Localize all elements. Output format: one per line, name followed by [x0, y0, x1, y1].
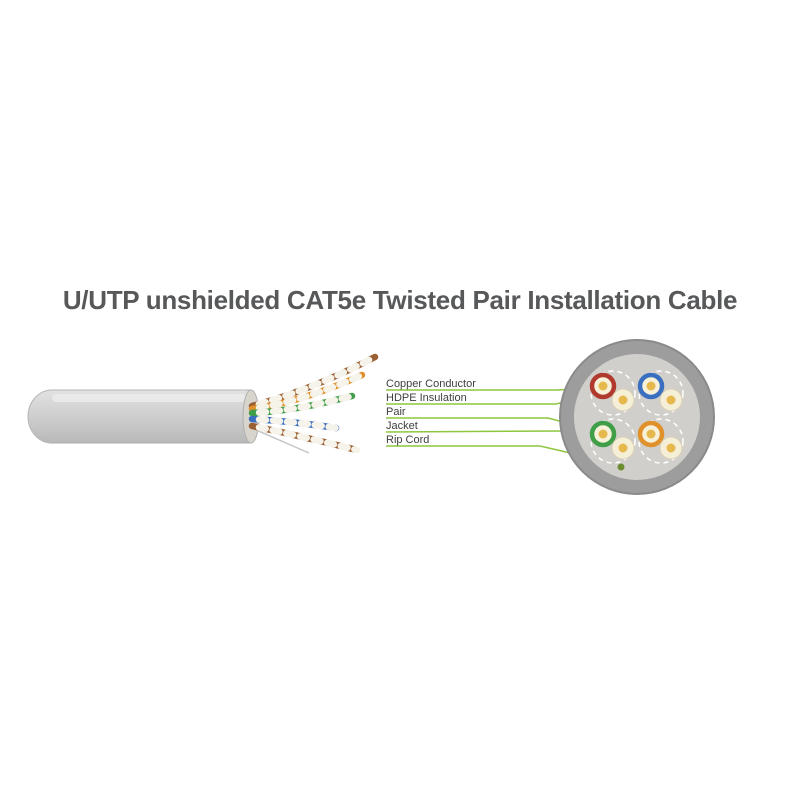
copper-dot [618, 443, 628, 453]
twisted-pair-green-white [248, 392, 356, 417]
pair-wrap-top-left [590, 370, 636, 416]
copper-dot [618, 395, 628, 405]
cable-jacket-highlight [52, 394, 246, 402]
label-hdpe-insulation: HDPE Insulation [386, 392, 467, 404]
pair-wrap-bottom-left [590, 418, 636, 464]
page-title: U/UTP unshielded CAT5e Twisted Pair Inst… [62, 285, 738, 315]
pair-wrap-bottom-right [638, 418, 684, 464]
label-rip-cord: Rip Cord [386, 434, 430, 446]
copper-dot [666, 395, 676, 405]
twisted-pair-blue-white [248, 415, 340, 432]
copper-centers [598, 381, 676, 453]
label-copper-conductor: Copper Conductor [386, 378, 476, 390]
rip-cord-dot [617, 463, 625, 471]
twisted-pair-orange-white [248, 371, 366, 413]
label-pair: Pair [386, 406, 406, 418]
twisted-pair-brown-bottom-white [248, 422, 361, 454]
copper-dot [646, 429, 656, 439]
cross-section-filler [574, 354, 700, 480]
leader-jacket [385, 430, 562, 433]
copper-dot [666, 443, 676, 453]
copper-dot [598, 381, 608, 391]
copper-dot [598, 429, 608, 439]
cable-illustration [27, 353, 379, 454]
cross-section-diagram [559, 339, 715, 495]
twisted-pair-brown-top-white [248, 353, 379, 410]
pair-wrap-top-right [638, 370, 684, 416]
rip-cord-string [253, 428, 310, 454]
copper-dot [646, 381, 656, 391]
label-jacket: Jacket [386, 420, 418, 432]
